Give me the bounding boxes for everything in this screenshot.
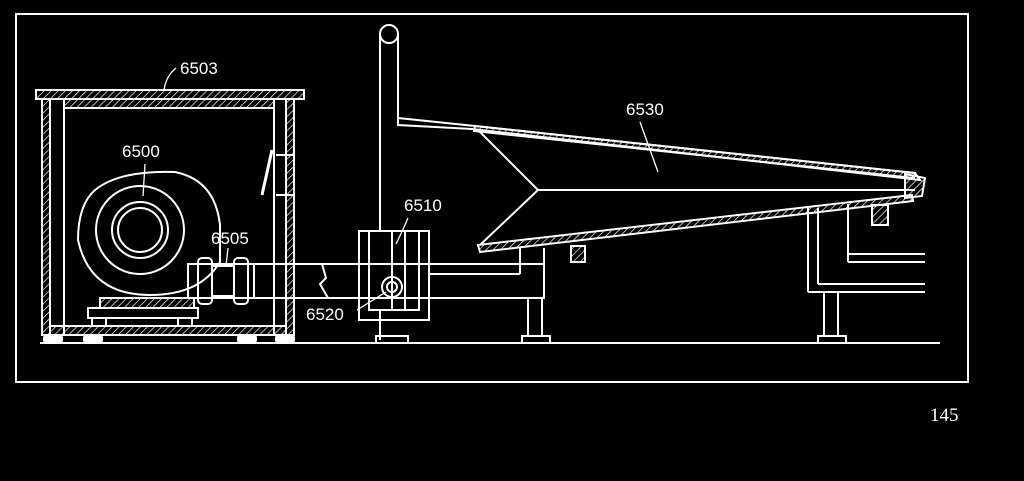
blower	[76, 170, 221, 327]
leader-lines	[142, 67, 659, 311]
valve-assembly	[358, 24, 545, 344]
leader-6520	[356, 291, 387, 311]
label-valve-element: 6520	[306, 305, 344, 324]
cabinet-top-plate	[35, 89, 305, 100]
leader-6505	[225, 247, 229, 267]
hopper	[397, 116, 927, 344]
label-blower: 6500	[122, 142, 160, 161]
cabinet-left-wall	[41, 98, 51, 336]
dryer-cabinet	[35, 89, 305, 344]
label-valve-housing: 6510	[404, 196, 442, 215]
cabinet-right-wall	[285, 98, 295, 336]
leader-6500	[142, 163, 146, 197]
leader-6503	[163, 67, 177, 91]
leader-6530	[639, 121, 659, 173]
leader-6510	[395, 217, 409, 245]
page-number: 145	[930, 405, 959, 426]
figure-frame	[15, 13, 969, 383]
label-connector-pipe: 6505	[211, 229, 249, 248]
label-dryer-cover: 6503	[180, 59, 218, 78]
cabinet-floor	[49, 325, 287, 336]
label-hopper: 6530	[626, 100, 664, 119]
